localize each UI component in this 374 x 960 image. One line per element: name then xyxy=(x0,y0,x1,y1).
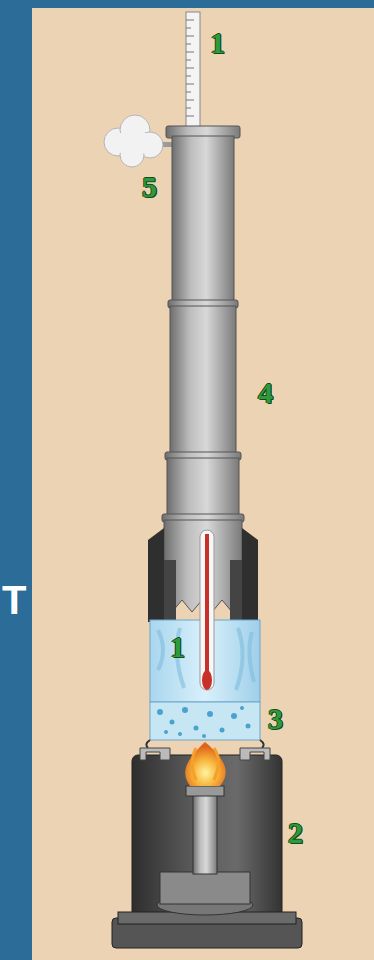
steam-cloud xyxy=(104,115,174,167)
thermometer-scale xyxy=(186,12,200,130)
callout-number: 3 xyxy=(268,704,283,734)
thermometer xyxy=(200,530,214,690)
beige-panel xyxy=(32,8,374,960)
callout-number: 5 xyxy=(142,172,157,202)
flame xyxy=(185,742,225,786)
callout-number: 2 xyxy=(288,818,303,848)
callout-number: 1 xyxy=(170,632,185,662)
flame-tongues xyxy=(192,748,218,780)
callout-number: 4 xyxy=(258,378,273,408)
cut-off-heading-letter: T xyxy=(2,580,26,620)
callout-number: 1 xyxy=(210,28,225,58)
food-sample xyxy=(146,702,263,748)
